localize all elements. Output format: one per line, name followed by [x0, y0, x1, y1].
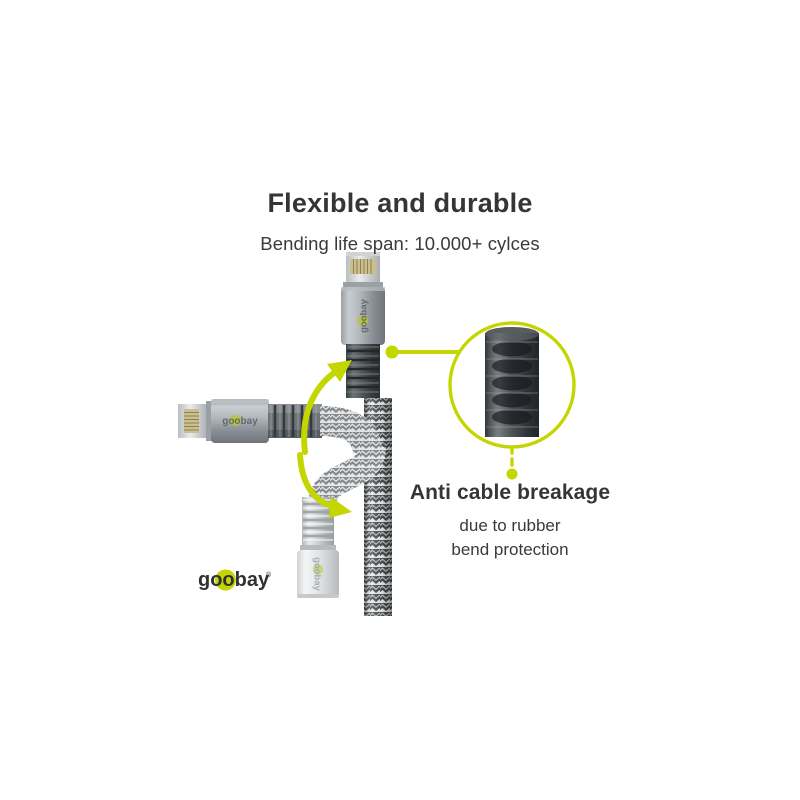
svg-text:goobay: goobay: [358, 298, 369, 332]
bend-arrow-up-icon: [301, 360, 352, 455]
svg-text:goobay: goobay: [312, 557, 323, 591]
lightning-contacts-icon: [350, 259, 376, 274]
housing-brand-mark-bottom: goobay: [312, 557, 324, 592]
logo-circle: [215, 569, 236, 591]
detail-leader-line: [385, 345, 470, 359]
rubber-bend-protection-bottom: [302, 497, 334, 547]
rubber-bend-protection-left: [268, 404, 322, 438]
connector-lightning-top: goobay: [341, 252, 385, 398]
callout-description: due to rubber bend protection: [370, 514, 650, 562]
connector-usb-bottom: goobay: [297, 445, 386, 598]
svg-text:goobay: goobay: [222, 416, 258, 427]
magnifier-circle: [448, 321, 576, 449]
callout-description-line-1: due to rubber: [459, 516, 561, 535]
lightning-contacts-icon-left: [184, 409, 199, 433]
callout-connector-dashed-line: [506, 445, 518, 480]
goobay-logo: goobay ®: [198, 569, 272, 591]
logo-wordmark: goobay: [198, 569, 270, 591]
connector-lightning-left: goobay: [178, 399, 383, 455]
callout-heading: Anti cable breakage: [409, 481, 611, 504]
bend-arrow-down-icon: [297, 452, 352, 518]
housing-brand-mark-left: goobay: [222, 415, 258, 427]
housing-brand-mark: goobay: [357, 298, 369, 333]
callout-description-line-2: bend protection: [451, 540, 569, 559]
rubber-bend-protection-top: [346, 344, 380, 398]
page-title: Flexible and durable: [267, 188, 533, 218]
magnified-rubber-boot: [485, 327, 539, 437]
page-subtitle: Bending life span: 10.000+ cylces: [260, 233, 540, 254]
logo-trademark-symbol: ®: [266, 571, 272, 579]
